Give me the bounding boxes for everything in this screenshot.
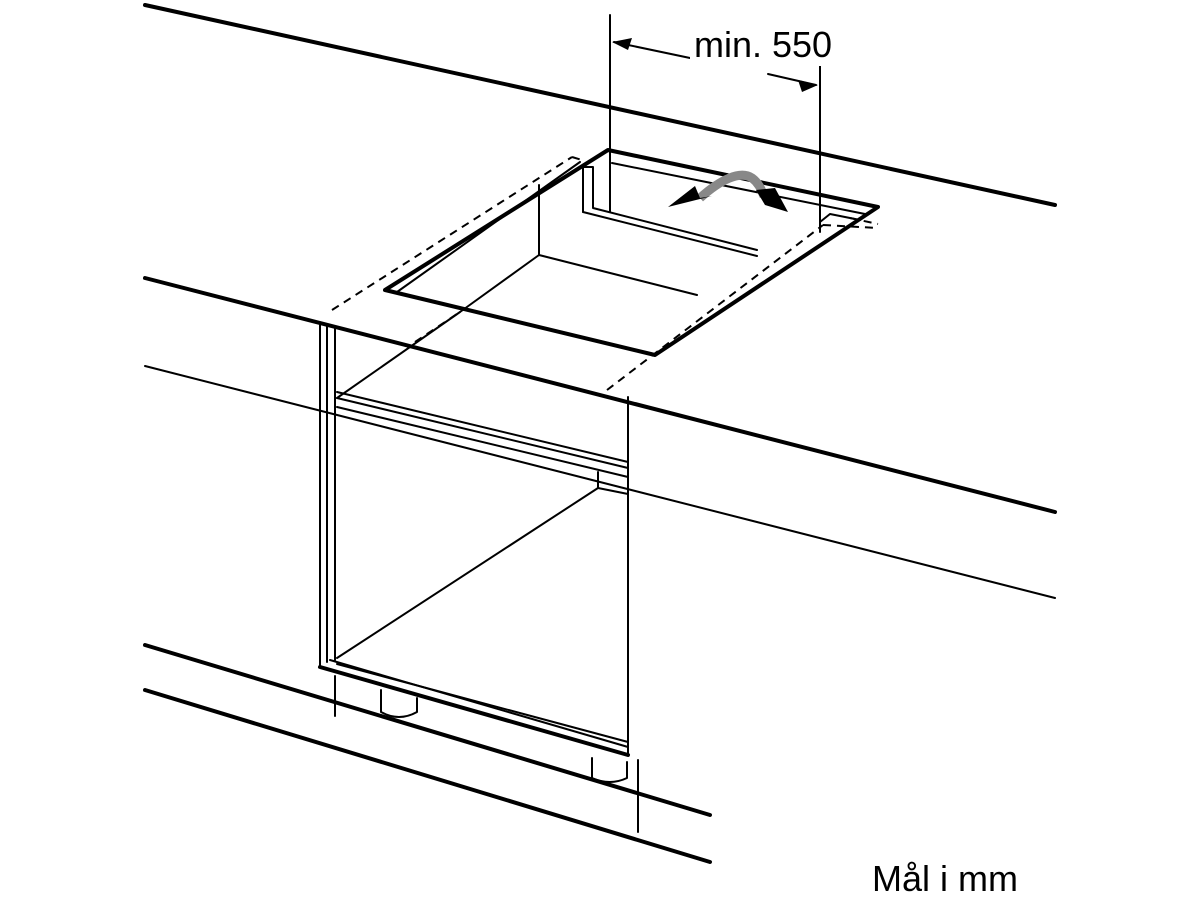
base-cabinet <box>318 311 630 757</box>
foot-left <box>380 689 418 718</box>
airflow-arrow-icon <box>668 170 788 212</box>
worktop-back-edge <box>143 3 1057 207</box>
cutout-edge <box>383 148 880 357</box>
dimension-min-550 <box>609 14 821 233</box>
arrowhead-right-icon <box>798 80 818 92</box>
foot-right <box>591 757 628 783</box>
worktop <box>143 3 1057 599</box>
worktop-cutout <box>383 148 880 357</box>
cabinet-feet <box>380 689 628 783</box>
unit-note: Mål i mm <box>872 858 1018 899</box>
plinth <box>143 643 712 864</box>
arrowhead-left-icon <box>612 38 632 50</box>
worktop-underside-edge <box>144 365 1056 599</box>
worktop-front-edge <box>143 276 1057 514</box>
dimension-label: min. 550 <box>690 24 837 66</box>
